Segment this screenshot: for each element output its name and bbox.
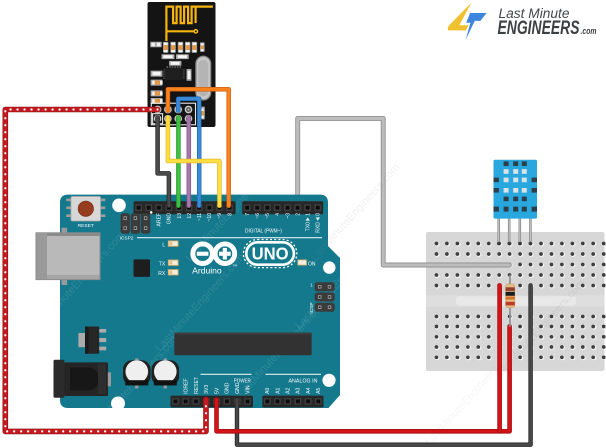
svg-text:POWER: POWER [234,378,251,384]
svg-text:TX: TX [159,261,166,267]
svg-text:A5: A5 [316,388,322,394]
svg-text:~9: ~9 [217,213,223,219]
svg-text:~6: ~6 [255,213,261,219]
svg-text:~3: ~3 [285,213,291,219]
svg-text:RXD: RXD [316,222,322,233]
svg-text:A2: A2 [286,388,292,394]
svg-text:~11: ~11 [197,213,203,221]
svg-text:L: L [162,242,165,248]
svg-text:RX: RX [158,271,166,277]
svg-text:TX0: TX0 [306,222,312,232]
svg-text:~10: ~10 [207,213,213,222]
svg-text:ON: ON [308,261,316,267]
svg-text:7: 7 [245,213,251,216]
svg-text:1: 1 [306,213,312,216]
svg-text:8: 8 [227,213,233,216]
svg-text:GND: GND [167,213,173,225]
svg-text:13: 13 [177,213,183,219]
svg-text:.com: .com [581,26,597,36]
svg-text:12: 12 [187,213,193,219]
svg-text:RESET: RESET [194,377,200,394]
svg-text:A4: A4 [306,388,312,394]
svg-text:0: 0 [316,213,322,216]
svg-text:RESET: RESET [78,223,94,229]
svg-text:A1: A1 [275,388,281,394]
svg-text:ICSP2: ICSP2 [120,236,134,242]
svg-text:IOREF: IOREF [184,378,190,394]
svg-text:A3: A3 [296,388,302,394]
svg-text:ANALOG IN: ANALOG IN [289,378,318,384]
svg-text:5V: 5V [214,387,220,394]
svg-text:ENGINEERS: ENGINEERS [498,18,580,39]
svg-text:VIN: VIN [245,385,251,394]
svg-text:1: 1 [310,282,313,287]
svg-text:™: ™ [233,264,237,269]
svg-text:Arduino: Arduino [192,265,222,275]
svg-text:GND: GND [225,382,231,394]
svg-text:DIGITAL (PWM~): DIGITAL (PWM~) [245,228,282,234]
svg-text:2: 2 [295,213,301,216]
svg-text:4: 4 [275,213,281,216]
svg-text:UNO: UNO [252,244,289,264]
svg-text:ICSP: ICSP [309,302,315,313]
svg-text:GND: GND [235,382,241,394]
svg-text:3V3: 3V3 [204,385,210,394]
svg-text:Last Minute: Last Minute [499,6,570,21]
svg-text:A0: A0 [265,388,271,394]
svg-text:~5: ~5 [265,213,271,219]
svg-text:AREF: AREF [157,213,163,227]
